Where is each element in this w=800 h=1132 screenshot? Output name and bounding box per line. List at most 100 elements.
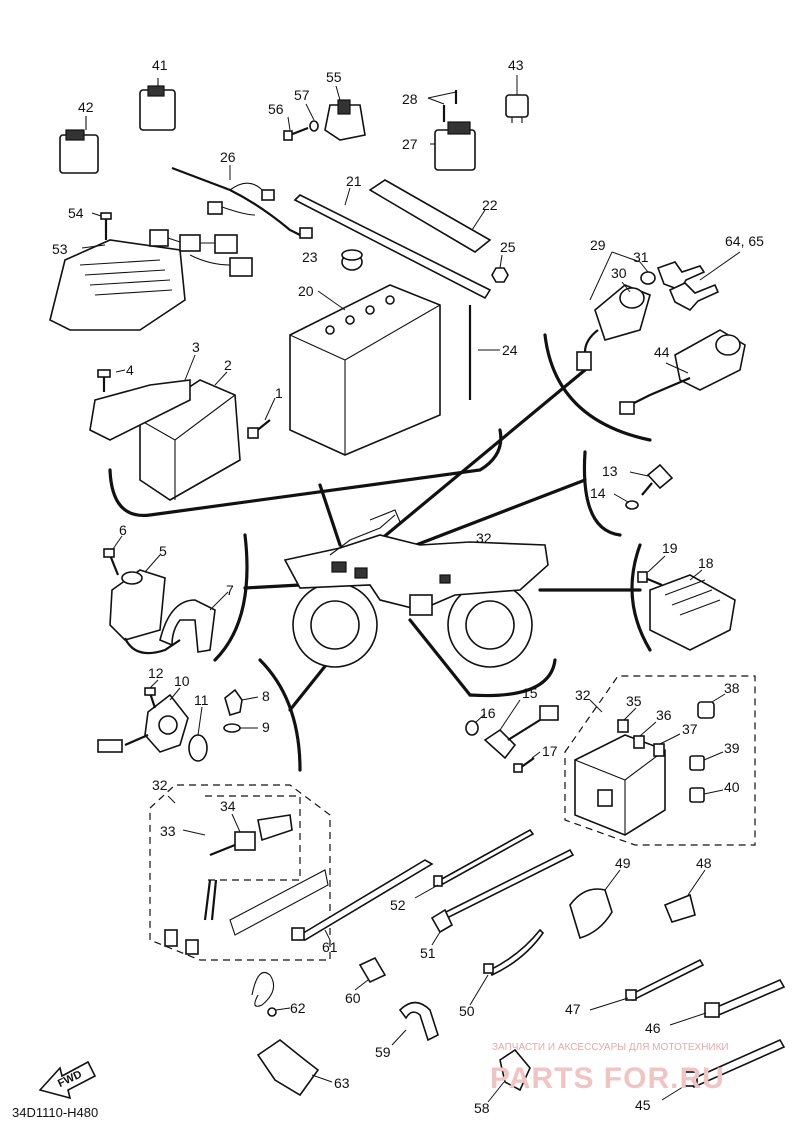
wire-clip-62 <box>251 971 291 1017</box>
diagram-code: 34D1110-H480 <box>12 1105 98 1120</box>
callout-3: 3 <box>192 339 200 355</box>
battery-band-21 <box>293 187 492 300</box>
callout-58: 58 <box>474 1100 490 1116</box>
callout-20: 20 <box>298 283 314 299</box>
sensor-13 <box>629 463 674 496</box>
callout-29: 29 <box>590 237 606 253</box>
nut-25 <box>491 254 509 283</box>
callout-15: 15 <box>522 685 538 701</box>
callout-26: 26 <box>220 149 236 165</box>
relay-42 <box>59 116 99 174</box>
screw-12 <box>144 679 159 709</box>
bolt-17 <box>513 751 541 773</box>
cable-tie-52 <box>414 828 535 899</box>
watermark-tagline: ЗАПЧАСТИ И АКСЕССУАРЫ ДЛЯ МОТОТЕХНИКИ <box>492 1042 729 1053</box>
fuse-box-group <box>564 675 756 846</box>
callout-labels: 1 2 3 4 5 6 7 8 9 10 11 12 13 14 15 16 1… <box>52 57 764 1116</box>
callout-17: 17 <box>542 743 558 759</box>
key-64-65 <box>656 251 741 312</box>
clip-60 <box>354 956 387 991</box>
callout-11: 11 <box>194 692 209 708</box>
callout-55: 55 <box>326 69 342 85</box>
cable-tie-50 <box>469 928 545 1006</box>
relay-43 <box>505 75 529 123</box>
callout-22: 22 <box>482 197 498 213</box>
callout-38: 38 <box>724 680 740 696</box>
callout-19: 19 <box>662 540 678 556</box>
callout-32-harness: 32 <box>152 777 168 793</box>
sensor-55 <box>324 85 366 141</box>
callout-33: 33 <box>160 823 176 839</box>
callout-53: 53 <box>52 241 68 257</box>
callout-41: 41 <box>152 57 168 73</box>
damper-23 <box>341 249 363 271</box>
callout-28: 28 <box>402 91 418 107</box>
battery-20 <box>289 284 441 456</box>
callout-64-65: 64, 65 <box>725 233 764 249</box>
callout-24: 24 <box>502 342 518 358</box>
callout-23: 23 <box>302 249 318 265</box>
callout-61: 61 <box>322 939 338 955</box>
callout-40: 40 <box>724 779 740 795</box>
callout-8: 8 <box>262 688 270 704</box>
callout-36: 36 <box>656 707 672 723</box>
relay-41 <box>139 78 176 131</box>
cap-31 <box>639 261 656 285</box>
wire-harness-group <box>149 784 331 961</box>
callout-27: 27 <box>402 136 418 152</box>
screw-1 <box>247 397 276 439</box>
callout-51: 51 <box>420 945 436 961</box>
bolt-19 <box>637 555 666 587</box>
watermark-site: PARTS FOR.RU <box>490 1062 725 1095</box>
callout-35: 35 <box>626 693 642 709</box>
holder-58 <box>487 1048 531 1103</box>
fuse-35 <box>617 707 637 733</box>
callout-52: 52 <box>390 897 406 913</box>
callout-9: 9 <box>262 719 270 735</box>
callout-7: 7 <box>226 582 234 598</box>
fuse-38 <box>697 693 726 719</box>
screw-6 <box>103 535 123 576</box>
bolt-28 <box>427 90 458 122</box>
callout-32-vehicle: 32 <box>476 530 492 546</box>
fuse-36 <box>633 721 657 749</box>
atv-silhouette <box>283 509 549 668</box>
callout-12: 12 <box>148 665 164 681</box>
fuse-37 <box>653 733 681 757</box>
callout-10: 10 <box>174 673 190 689</box>
callout-4: 4 <box>126 362 134 378</box>
callout-13: 13 <box>602 463 618 479</box>
holder-63 <box>256 1039 333 1097</box>
callout-14: 14 <box>590 485 606 501</box>
main-switch-29 <box>576 251 651 371</box>
callout-5: 5 <box>159 543 167 559</box>
callout-43: 43 <box>508 57 524 73</box>
lead-wire-26 <box>171 165 313 239</box>
starter-relay-27 <box>430 121 476 171</box>
o-ring-16 <box>465 713 486 736</box>
callout-54: 54 <box>68 205 84 221</box>
callout-56: 56 <box>268 101 284 117</box>
clamp-59 <box>391 1001 439 1046</box>
speed-sensor-15 <box>483 699 559 760</box>
callout-34: 34 <box>220 798 236 814</box>
callout-31: 31 <box>633 249 649 265</box>
plug-cap-7 <box>159 591 229 653</box>
fuse-40 <box>689 787 724 803</box>
callout-49: 49 <box>615 855 631 871</box>
clamp-51 <box>430 848 575 946</box>
callout-63: 63 <box>334 1075 350 1091</box>
callout-44: 44 <box>654 344 670 360</box>
nut-30 <box>621 281 631 293</box>
cable-tie-61 <box>291 859 434 942</box>
o-ring-14 <box>613 493 639 510</box>
callout-46: 46 <box>645 1020 661 1036</box>
callout-62: 62 <box>290 1000 306 1016</box>
band-46 <box>669 978 786 1026</box>
callout-6: 6 <box>119 522 127 538</box>
clamp-49 <box>569 869 621 939</box>
callout-50: 50 <box>459 1003 475 1019</box>
rectifier-18 <box>649 569 736 651</box>
